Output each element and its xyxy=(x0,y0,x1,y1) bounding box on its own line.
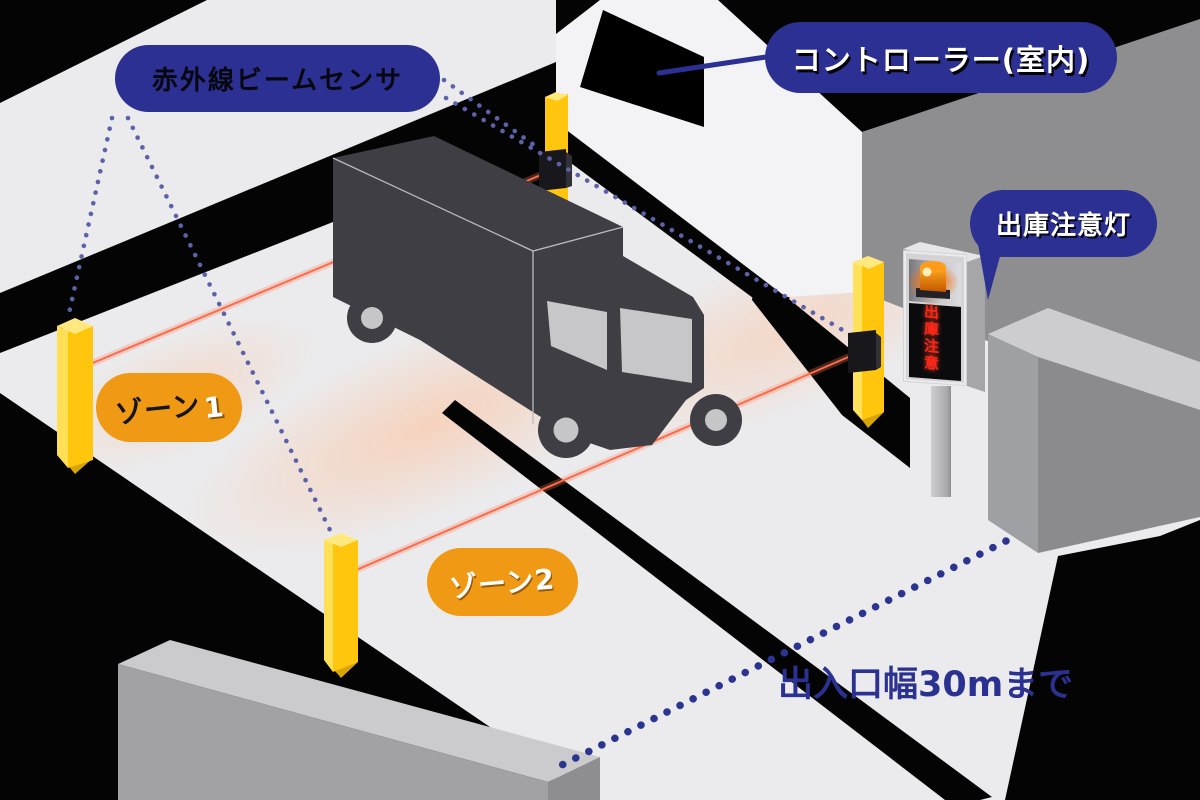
shadow-band-upper xyxy=(0,62,556,353)
sensor-post-3 xyxy=(539,92,572,213)
controller-label-text: コントローラー(室内) xyxy=(791,42,1091,77)
truck-far-front-hub xyxy=(705,409,727,431)
zone1-label-number: 1 xyxy=(201,390,225,425)
right-wall-end-face xyxy=(988,334,1038,553)
right-wall-front-face xyxy=(1038,357,1200,553)
left-wall-end-face xyxy=(548,757,600,800)
left-wall-top-face xyxy=(118,640,600,782)
building-window-opening xyxy=(580,10,704,127)
beam-zone2 xyxy=(346,354,854,575)
caution-light-label-text: 出庫注意灯 xyxy=(995,211,1131,241)
truck xyxy=(332,136,742,458)
dotted-connector-post1 xyxy=(65,115,115,321)
dotted-connector-post3 xyxy=(441,77,544,153)
zone2-label-text: ゾーン2 xyxy=(448,562,557,605)
dotted-connector-post2 xyxy=(125,115,333,533)
left-gate-wall xyxy=(118,640,600,800)
device-sign-text: 出庫注意 xyxy=(922,303,940,373)
truck-windshield xyxy=(620,308,692,383)
caution-light-device xyxy=(903,242,985,497)
truck-side-window xyxy=(547,301,607,370)
shadow-band-middle xyxy=(442,400,992,800)
gate-width-annotation: 出入口幅30mまで xyxy=(778,665,1074,705)
beam-sensor-box-2-side xyxy=(876,333,881,370)
post3-cap xyxy=(545,92,568,101)
post4-cap xyxy=(853,256,884,269)
post1-cap xyxy=(57,318,93,334)
infrared-beam-sensor-label-text: 赤外線ビームセンサ xyxy=(151,66,404,96)
sensor-label-connectors xyxy=(65,77,849,533)
device-frame-highlight xyxy=(904,250,966,386)
post2-cap xyxy=(324,533,358,547)
building-base-shadow xyxy=(556,122,790,312)
post1-side xyxy=(57,326,68,468)
device-sign-panel xyxy=(909,303,961,381)
zone1-label-text: ゾーン xyxy=(113,388,203,430)
controller-leader-line xyxy=(656,54,769,76)
zone2-label: ゾーン2 xyxy=(427,548,578,616)
sensor-post-1 xyxy=(57,318,93,474)
dotted-connector-post4 xyxy=(443,95,849,335)
truck-rear-hub xyxy=(361,307,383,329)
sensor-post-4 xyxy=(848,256,884,428)
label-leaders xyxy=(656,54,1002,300)
post1-front xyxy=(68,326,93,468)
caution-light-leader-tail xyxy=(978,244,1002,300)
post2-front xyxy=(333,540,358,672)
right-gate-wall xyxy=(988,308,1200,553)
infrared-beam-sensor-label: 赤外線ビームセンサ xyxy=(115,45,440,112)
controller-label: コントローラー(室内) xyxy=(765,22,1117,93)
beam-sensor-box-2 xyxy=(848,330,876,373)
left-wall-front-face xyxy=(118,664,548,800)
beam-sensor-box-1 xyxy=(539,149,566,191)
gate-width-dotted-line xyxy=(552,537,1010,772)
shadow-bottom-right xyxy=(1005,520,1200,800)
shadow-band-top-left xyxy=(0,0,207,103)
device-pole xyxy=(931,386,951,497)
truck-body xyxy=(333,136,704,450)
right-wall-top-face xyxy=(988,308,1200,410)
device-cabinet-side xyxy=(967,254,985,392)
truck-front-hub xyxy=(553,417,579,443)
beacon-flare xyxy=(922,267,932,277)
post2-side xyxy=(324,540,333,672)
sensor-post-2 xyxy=(324,533,358,678)
zone1-label: ゾーン 1 xyxy=(96,373,242,442)
caution-light-label: 出庫注意灯 xyxy=(970,190,1157,257)
